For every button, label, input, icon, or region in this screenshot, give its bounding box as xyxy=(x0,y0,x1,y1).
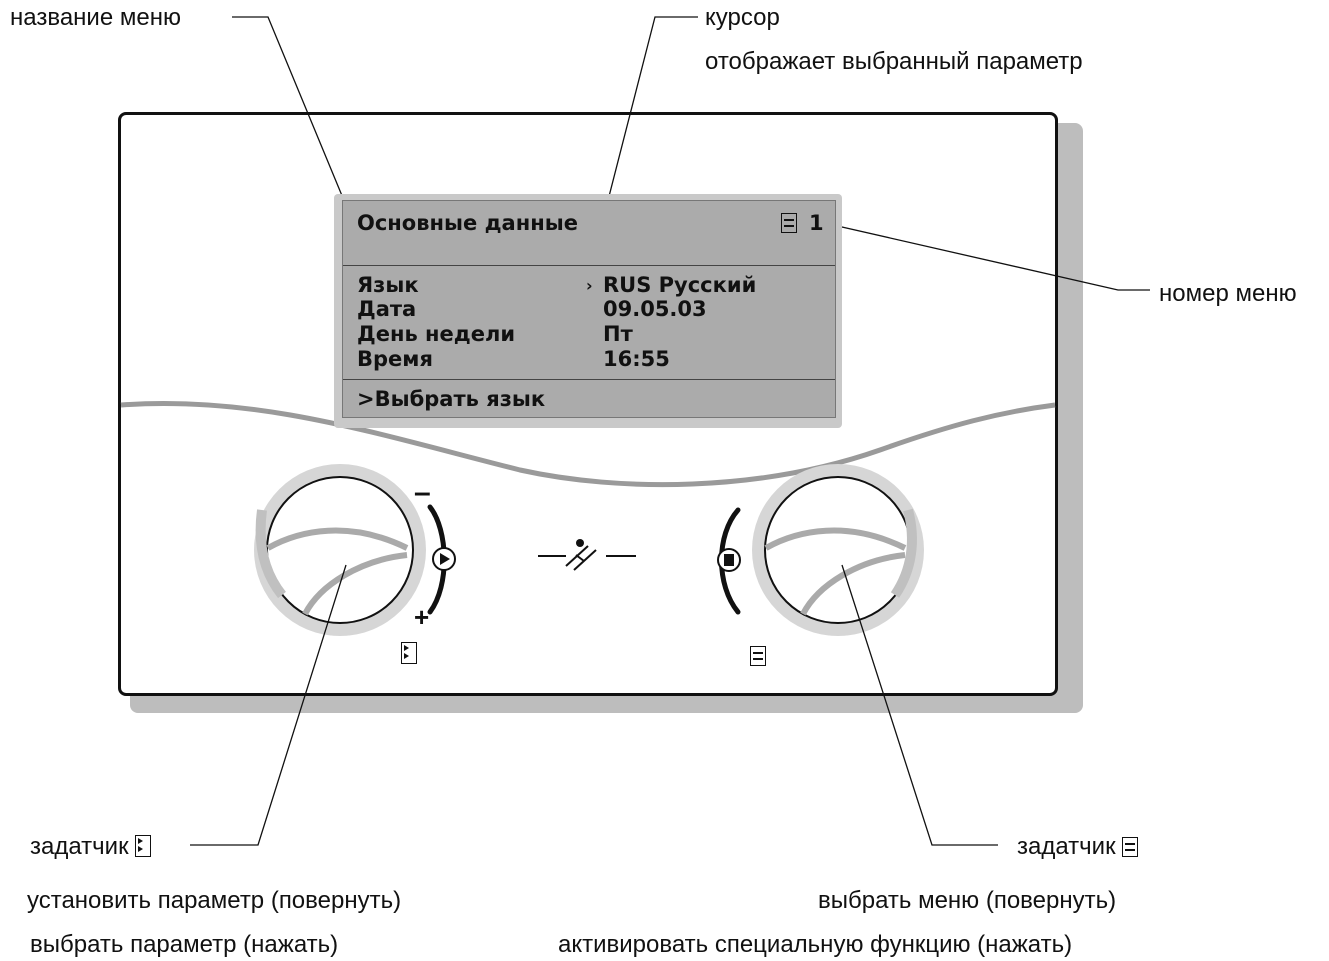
annotation-cursor-desc: отображает выбранный параметр xyxy=(705,48,1083,75)
service-symbol-icon xyxy=(538,539,636,571)
minus-mark: – xyxy=(414,476,431,509)
annotation-right-desc1: выбрать меню (повернуть) xyxy=(818,887,1117,914)
menu-icon xyxy=(781,213,797,233)
annotation-menu-name: название меню xyxy=(10,4,181,31)
parameter-symbol-icon xyxy=(401,642,417,664)
annotation-right-desc2: активировать специальную функцию (нажать… xyxy=(558,931,1073,958)
annotation-menu-number: номер меню xyxy=(1159,280,1297,307)
play-icon xyxy=(440,553,450,565)
row-value-date: 09.05.03 xyxy=(603,297,707,321)
lcd-divider xyxy=(343,265,835,266)
row-label-time: Время xyxy=(357,347,433,371)
row-label-weekday: День недели xyxy=(357,322,516,346)
menu-number: 1 xyxy=(809,211,824,235)
annotation-left-knob-title: задатчик xyxy=(30,833,129,860)
lcd-divider xyxy=(343,379,835,380)
annotation-cursor-title: курсор xyxy=(705,4,780,31)
cursor-marker: › xyxy=(586,276,593,295)
menu-title: Основные данные xyxy=(357,211,578,235)
menu-symbol-icon xyxy=(1121,837,1138,857)
annotation-right-knob: задатчик xyxy=(1017,835,1138,859)
annotation-right-knob-title: задатчик xyxy=(1017,833,1116,860)
parameter-knob[interactable] xyxy=(254,464,426,636)
lcd-screen: Основные данные 1 › Язык RUS Русский Дат… xyxy=(342,200,836,418)
annotation-left-desc2: выбрать параметр (нажать) xyxy=(30,931,339,958)
parameter-symbol-icon xyxy=(134,835,151,857)
annotation-left-desc1: установить параметр (повернуть) xyxy=(27,887,402,914)
menu-knob[interactable] xyxy=(752,464,924,636)
menu-symbol-icon xyxy=(750,646,766,666)
row-value-weekday: Пт xyxy=(603,322,633,346)
housing-wave xyxy=(120,400,1056,488)
plus-mark: + xyxy=(414,602,430,632)
row-label-language: Язык xyxy=(357,273,419,297)
row-value-language: RUS Русский xyxy=(603,273,757,297)
annotation-left-knob: задатчик xyxy=(30,835,151,859)
lcd-footer-hint: >Выбрать язык xyxy=(357,387,546,411)
row-value-time: 16:55 xyxy=(603,347,670,371)
leader-lines xyxy=(190,16,1150,846)
row-label-date: Дата xyxy=(357,297,417,321)
